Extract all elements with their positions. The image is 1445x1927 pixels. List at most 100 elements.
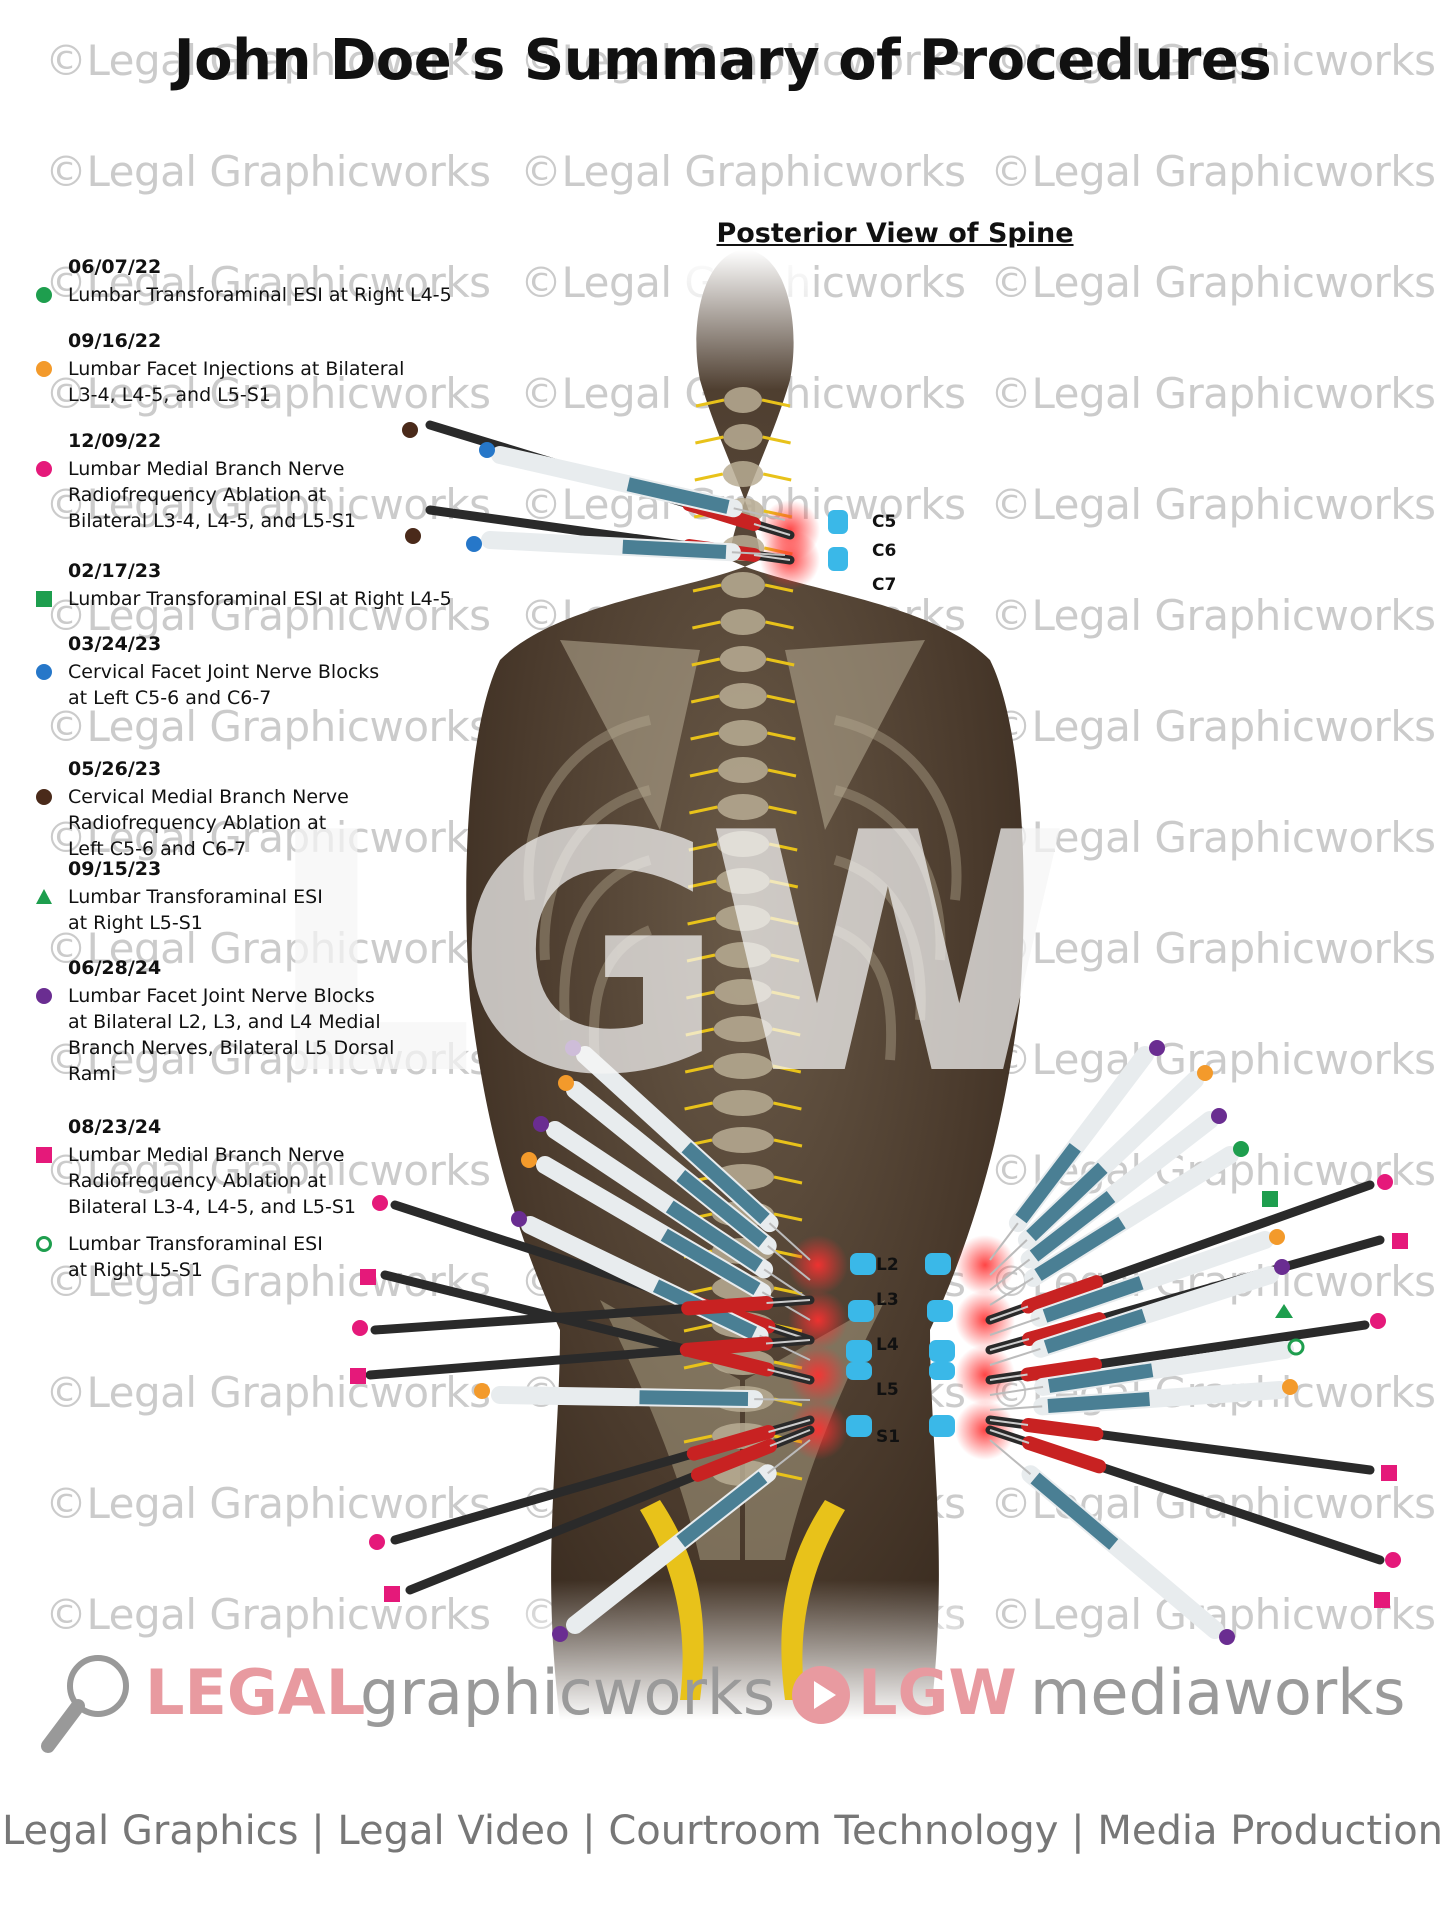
legend-description: Lumbar Transforaminal ESI at Right L4-5 — [68, 586, 468, 612]
marker-green — [1233, 1141, 1249, 1157]
marker-pink-square — [360, 1269, 376, 1285]
rf-probe — [985, 1320, 1370, 1385]
cervical-highlights — [828, 510, 848, 571]
legend-line: Lumbar Facet Injections at Bilateral — [68, 358, 405, 380]
legend-line: Bilateral L3-4, L4-5, and L5-S1 — [68, 510, 357, 532]
legend-date: 12/09/22 — [68, 430, 162, 452]
marker-orange — [1197, 1065, 1213, 1081]
legend-marker-ring-icon — [36, 1236, 52, 1252]
legend-line: at Bilateral L2, L3, and L4 Medial — [68, 1011, 381, 1033]
legend-description: Lumbar Transforaminal ESI at Right L5-S1 — [68, 884, 468, 936]
legend-marker-circle-icon — [36, 361, 52, 377]
legend-marker-circle-icon — [36, 789, 52, 805]
legend-marker-circle-icon — [36, 664, 52, 680]
legend-description: Lumbar Facet Joint Nerve Blocks at Bilate… — [68, 983, 468, 1087]
syringe — [566, 1081, 811, 1281]
legend-line: L3-4, L4-5, and L5-S1 — [68, 384, 271, 406]
syringe — [989, 1111, 1219, 1291]
legend-line: at Right L5-S1 — [68, 1259, 203, 1281]
syringe — [989, 1046, 1154, 1261]
legend-line: at Left C5-6 and C6-7 — [68, 687, 272, 709]
needles-lumbar — [365, 1046, 1385, 1639]
ablation-glow — [788, 1345, 848, 1405]
lumbar-highlights — [846, 1253, 955, 1437]
vertebra — [695, 387, 791, 413]
footer-brand: LEGAL graphicworks LGW mediaworks — [0, 1650, 1445, 1753]
vertebra — [695, 424, 791, 450]
page-title: John Doe’s Summary of Procedures — [173, 28, 1272, 93]
marker-purple — [565, 1040, 581, 1056]
marker-orange — [1269, 1229, 1285, 1245]
vertebra — [685, 1016, 801, 1042]
syringe — [989, 1381, 1289, 1416]
rf-probe — [985, 1180, 1375, 1325]
marker-pink — [1377, 1174, 1393, 1190]
marker-orange — [1282, 1379, 1298, 1395]
legend-line: Cervical Facet Joint Nerve Blocks — [68, 661, 380, 683]
marker-pink-square — [1392, 1233, 1408, 1249]
marker-blue — [466, 536, 482, 552]
syringe — [576, 1046, 811, 1261]
legend-line: Rami — [68, 1063, 117, 1085]
legend-line: Lumbar Facet Joint Nerve Blocks — [68, 985, 375, 1007]
play-icon — [792, 1666, 850, 1724]
legend-line: Lumbar Transforaminal ESI at Right L4-5 — [68, 284, 452, 306]
spine-column — [683, 387, 803, 1486]
vertebra — [688, 831, 798, 857]
rf-probe — [370, 1295, 815, 1335]
vertebra — [689, 757, 797, 783]
marker-blue — [479, 442, 495, 458]
vertebra — [692, 572, 794, 598]
marker-pink-square — [350, 1368, 366, 1384]
vertebra — [689, 794, 797, 820]
legend-marker-square-icon — [36, 1147, 52, 1163]
rf-probe — [405, 1425, 815, 1595]
vertebra — [692, 609, 794, 635]
legend-line: Radiofrequency Ablation at — [68, 484, 327, 506]
legend-line: Lumbar Transforaminal ESI at Right L4-5 — [68, 588, 452, 610]
vertebra — [686, 942, 800, 968]
marker-pink — [372, 1195, 388, 1211]
diagram-subtitle: Posterior View of Spine — [716, 218, 1074, 249]
brand-lgw: LGW — [858, 1656, 1017, 1729]
syringe — [989, 1146, 1239, 1306]
label-l4: L4 — [876, 1335, 899, 1355]
syringe — [546, 1121, 811, 1301]
syringe — [989, 1231, 1274, 1336]
ablation-glow — [955, 1290, 1015, 1350]
marker-brown — [405, 528, 421, 544]
legend-date: 08/23/24 — [68, 1116, 162, 1138]
legend-date: 09/15/23 — [68, 858, 162, 880]
magnifier-icon — [41, 1655, 129, 1753]
legend-marker-circle-icon — [36, 461, 52, 477]
procedure-markers — [350, 422, 1408, 1645]
vertebra — [686, 979, 800, 1005]
ablation-glow — [955, 1235, 1015, 1295]
label-c6: C6 — [872, 541, 896, 561]
syringe — [491, 1386, 811, 1409]
brand-legal: LEGAL — [145, 1656, 366, 1729]
marker-pink — [1385, 1552, 1401, 1568]
vertebra — [690, 683, 796, 709]
marker-green-triangle — [1275, 1304, 1293, 1318]
marker-purple — [1219, 1629, 1235, 1645]
vertebra — [691, 646, 795, 672]
rf-probe — [365, 1335, 815, 1380]
legend-line: Lumbar Medial Branch Nerve — [68, 1144, 345, 1166]
legend-line: at Right L5-S1 — [68, 912, 203, 934]
ablation-glows — [760, 500, 1015, 1460]
ablation-glow — [788, 1235, 848, 1295]
rf-probe — [985, 1425, 1385, 1565]
syringe — [989, 1266, 1279, 1366]
marker-pink-square — [384, 1586, 400, 1602]
legend-line: Lumbar Transforaminal ESI — [68, 886, 323, 908]
vertebra-labels: C5 C6 C7 L2 L3 L4 L5 S1 — [872, 512, 900, 1447]
rf-probe — [985, 1415, 1375, 1475]
legend-date: 06/28/24 — [68, 957, 162, 979]
marker-pink — [1370, 1313, 1386, 1329]
needles-cervical — [425, 420, 795, 565]
